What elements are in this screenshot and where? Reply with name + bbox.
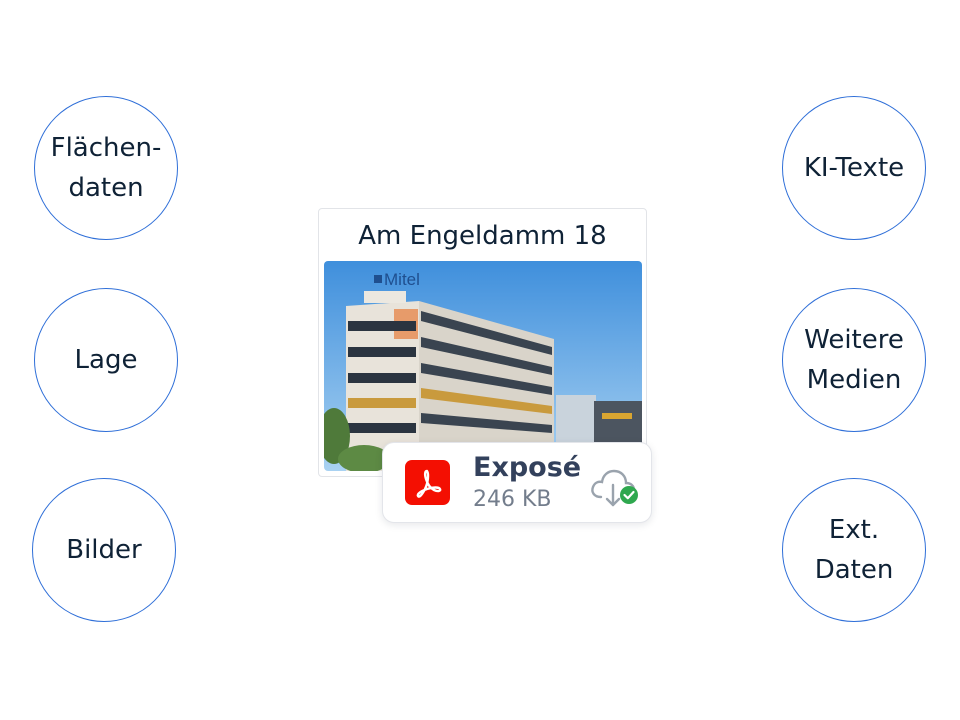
bubble-label: Ext. Daten [814,515,894,585]
bubble-bilder[interactable]: Bilder [32,478,176,622]
bubble-flaechendaten[interactable]: Flächen- daten [34,96,178,240]
property-title: Am Engeldamm 18 [358,221,607,251]
expose-size: 246 KB [473,487,552,512]
bubble-ki-texte[interactable]: KI-Texte [782,96,926,240]
expose-download-card[interactable]: Exposé 246 KB [382,442,652,523]
bubble-label: KI-Texte [803,153,905,183]
bubble-lage[interactable]: Lage [34,288,178,432]
bubble-weitere-medien[interactable]: Weitere Medien [782,288,926,432]
building-sign: Mitel [384,270,420,289]
bubble-label: Weitere Medien [804,325,904,395]
bubble-label: Bilder [66,535,142,565]
cloud-download-check-icon[interactable] [589,465,641,509]
property-card[interactable]: Am Engeldamm 18 [318,208,647,477]
expose-name: Exposé [473,452,582,483]
bubble-ext-daten[interactable]: Ext. Daten [782,478,926,622]
pdf-icon [405,460,450,505]
bubble-label: Lage [74,345,138,375]
property-photo: Mitel [324,261,642,471]
bubble-label: Flächen- daten [50,133,162,203]
